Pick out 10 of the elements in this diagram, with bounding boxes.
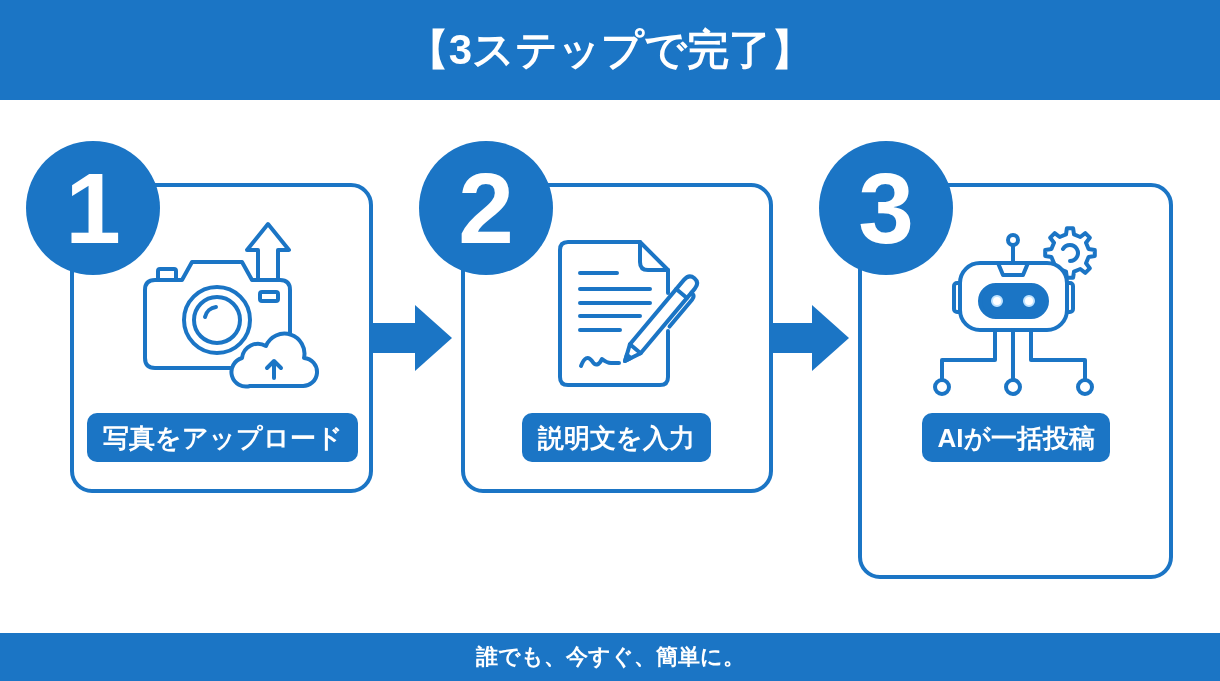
arrow bbox=[773, 305, 849, 371]
step-label: 説明文を入力 bbox=[522, 413, 711, 462]
step-number: 1 bbox=[26, 141, 160, 275]
step-number: 3 bbox=[819, 141, 953, 275]
step-label: AIが一括投稿 bbox=[922, 413, 1110, 462]
caption: 誰でも、今すぐ、簡単に。 bbox=[475, 646, 745, 668]
step-number: 2 bbox=[419, 141, 553, 275]
title: 【3ステップで完了】 bbox=[406, 29, 814, 71]
step-label: 写真をアップロード bbox=[87, 413, 358, 462]
arrow bbox=[373, 305, 452, 371]
